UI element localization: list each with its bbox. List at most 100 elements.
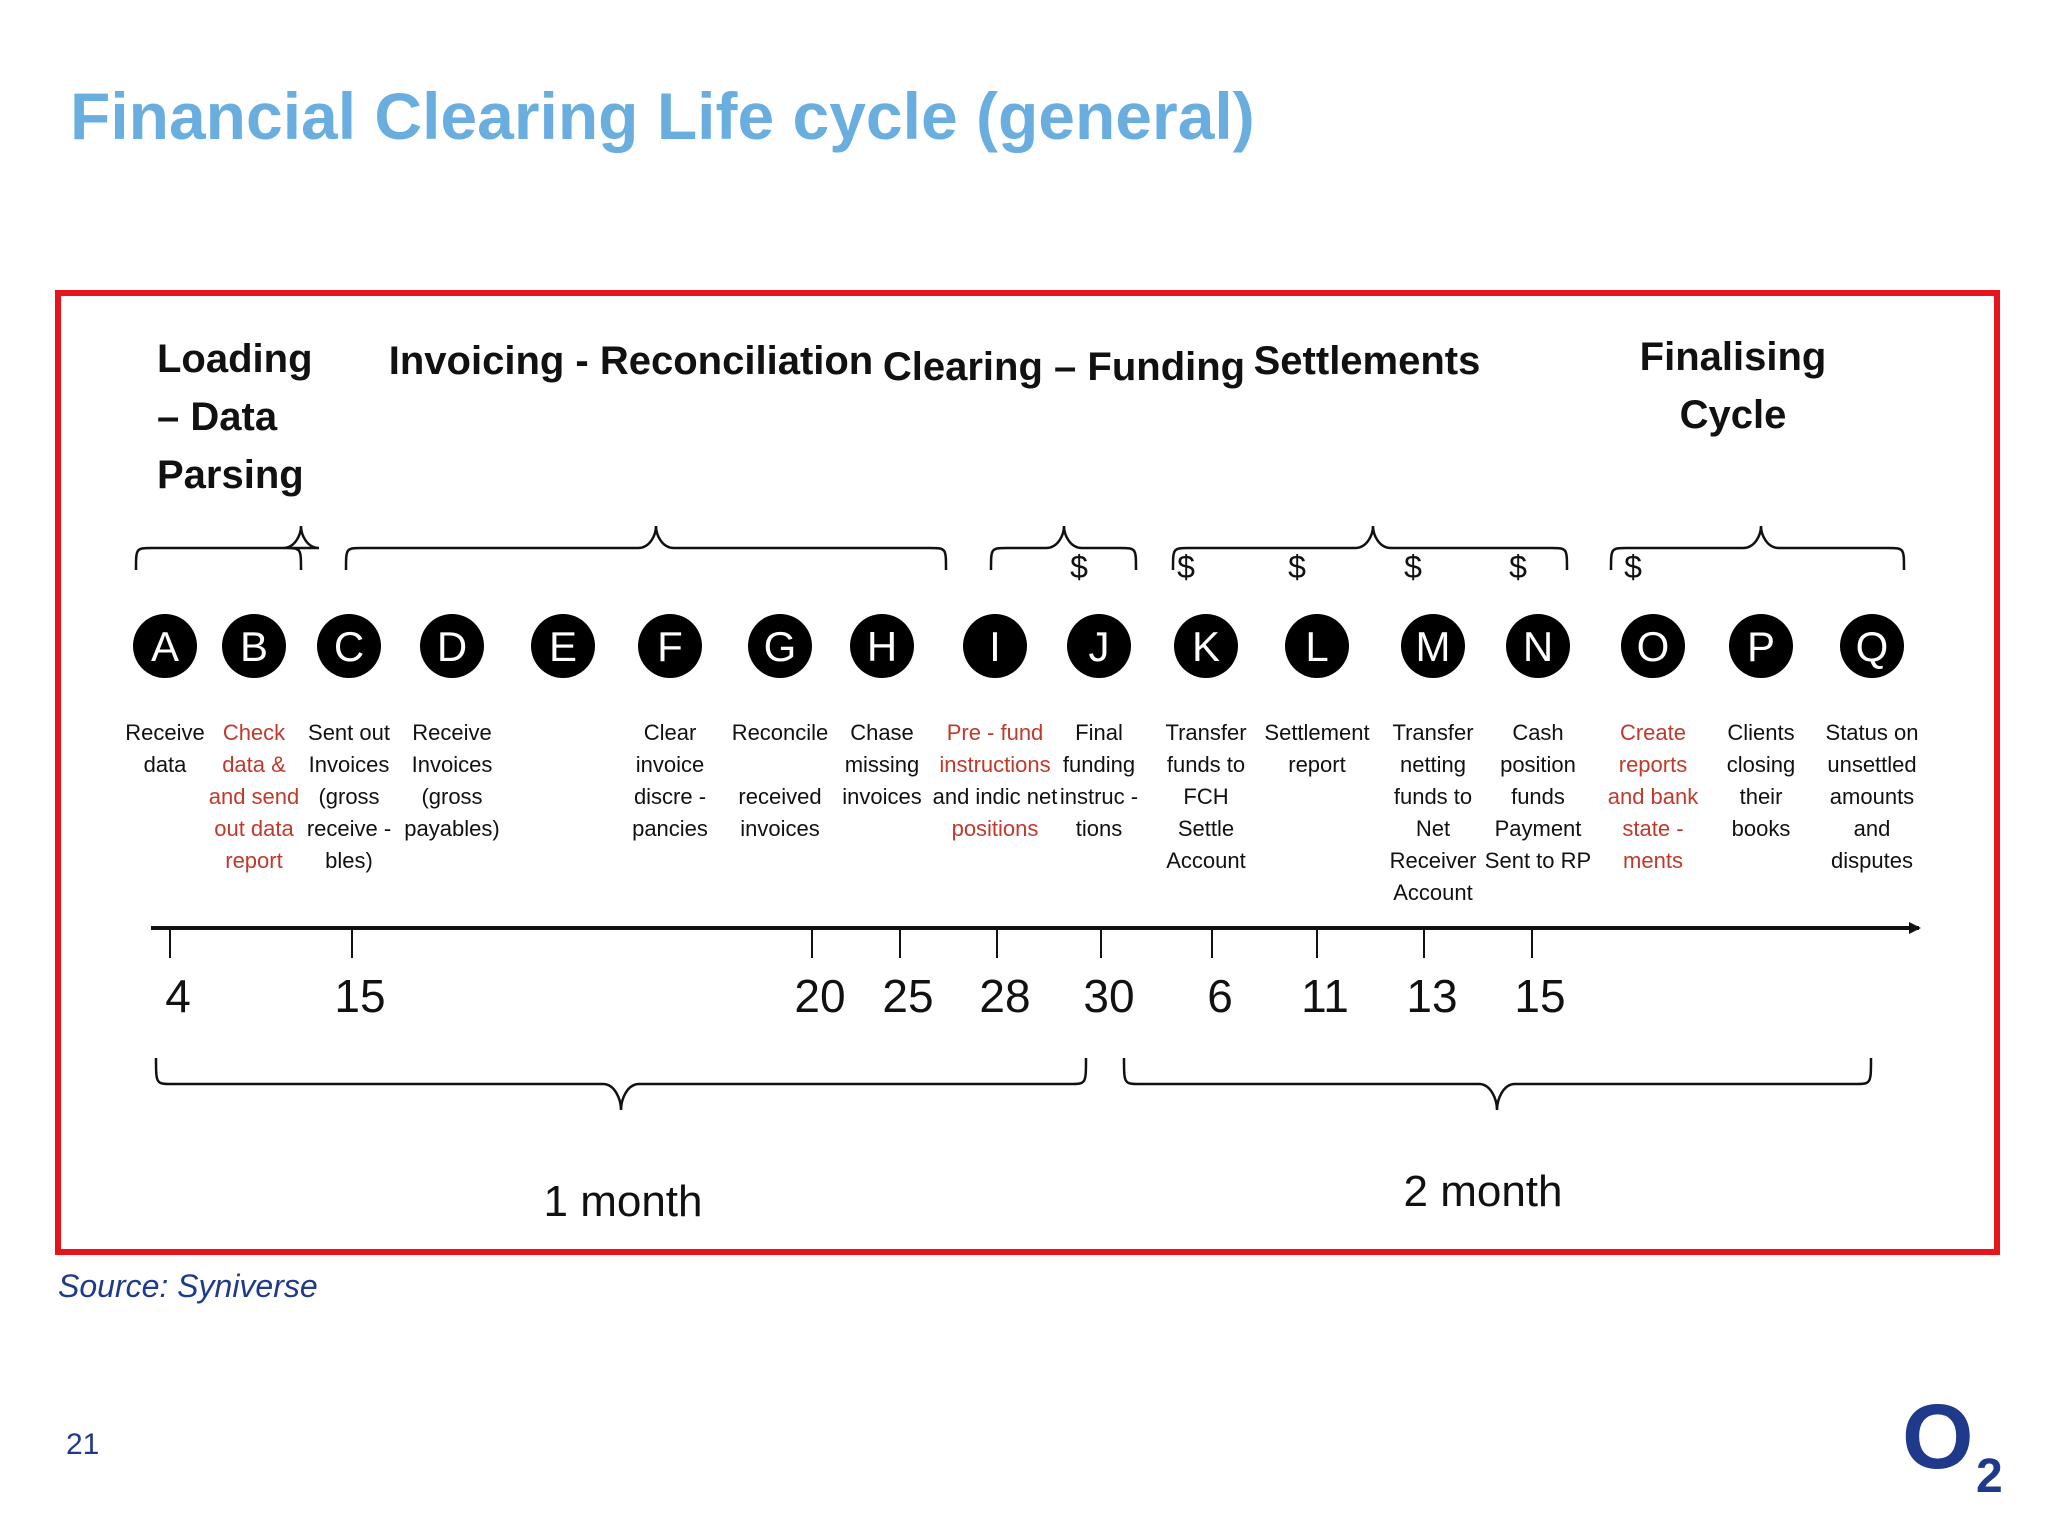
- dollar-marker-m: $: [1404, 549, 1422, 585]
- dollar-marker-j: $: [1070, 549, 1088, 585]
- step-c-desc-line-3: (gross: [318, 784, 379, 809]
- step-c-desc-line-2: Invoices: [309, 752, 390, 777]
- step-b-desc-line-3: and send: [209, 784, 300, 809]
- step-letter-k: K: [1192, 623, 1220, 670]
- phase-label-3-line-1: Clearing – Funding: [883, 345, 1245, 389]
- step-f-desc-line-1: Clear: [644, 720, 697, 745]
- step-b-desc-line-2: data &: [222, 752, 286, 777]
- step-d-desc-line-4: payables): [404, 816, 499, 841]
- step-i-desc-line-4: positions: [952, 816, 1039, 841]
- step-f-desc-line-3: discre -: [634, 784, 706, 809]
- source-note: Source: Syniverse: [58, 1268, 318, 1304]
- step-i-desc-line-3: and indic net: [933, 784, 1058, 809]
- step-p-desc-line-4: books: [1732, 816, 1791, 841]
- step-c-desc-line-1: Sent out: [308, 720, 390, 745]
- step-circle-m: [1401, 614, 1465, 678]
- step-circle-o: [1621, 614, 1685, 678]
- step-circle-b: [222, 614, 286, 678]
- step-n-desc-line-4: Payment: [1495, 816, 1582, 841]
- step-j-desc-line-1: Final: [1075, 720, 1123, 745]
- slide-title: Financial Clearing Life cycle (general): [70, 79, 1255, 153]
- step-o-desc-line-5: ments: [1623, 848, 1683, 873]
- step-circle-h: [850, 614, 914, 678]
- timeline-tick-label-2: 15: [334, 970, 385, 1022]
- dollar-marker-n: $: [1509, 549, 1527, 585]
- page-number: 21: [66, 1428, 100, 1461]
- step-circle-q: [1840, 614, 1904, 678]
- step-g-desc-line-1: Reconcile: [732, 720, 829, 745]
- phase-label-2-line-1: Invoicing - Reconciliation: [389, 339, 874, 383]
- o2-logo: O 2: [1902, 1386, 2003, 1502]
- timeline-tick-label-4: 25: [882, 970, 933, 1022]
- step-k-desc-line-5: Account: [1166, 848, 1246, 873]
- step-h-desc-line-1: Chase: [850, 720, 914, 745]
- step-b-desc-line-4: out data: [214, 816, 294, 841]
- step-circle-e: [531, 614, 595, 678]
- step-n-desc-line-5: Sent to RP: [1485, 848, 1591, 873]
- step-h-desc-line-3: invoices: [842, 784, 921, 809]
- dollar-marker-l: $: [1288, 549, 1306, 585]
- step-p-desc-line-3: their: [1740, 784, 1783, 809]
- step-letter-c: C: [334, 623, 364, 670]
- phase-label-1-line-1: Loading: [157, 337, 313, 381]
- phase-label-5-line-1: Finalising: [1640, 335, 1827, 379]
- timeline-tick-label-1: 4: [165, 970, 191, 1022]
- step-h-desc-line-2: missing: [845, 752, 920, 777]
- step-m-desc-line-2: netting: [1400, 752, 1466, 777]
- step-letter-h: H: [867, 623, 897, 670]
- step-circle-f: [638, 614, 702, 678]
- step-i-desc-line-1: Pre - fund: [947, 720, 1044, 745]
- period-label-2: 2 month: [1404, 1167, 1563, 1216]
- step-letter-g: G: [764, 623, 797, 670]
- timeline-tick-label-6: 30: [1083, 970, 1134, 1022]
- step-o-desc-line-4: state -: [1622, 816, 1683, 841]
- step-circle-j: [1067, 614, 1131, 678]
- timeline-tick-label-9: 13: [1406, 970, 1457, 1022]
- step-n-desc-line-2: position: [1500, 752, 1576, 777]
- step-q-desc-line-1: Status on: [1826, 720, 1919, 745]
- step-p-desc-line-1: Clients: [1727, 720, 1794, 745]
- phase-brace-5: [1609, 525, 1906, 571]
- step-letter-q: Q: [1856, 623, 1889, 670]
- period-brace-1: [154, 1057, 1088, 1111]
- step-c-desc-line-5: bles): [325, 848, 373, 873]
- step-n-desc-line-3: funds: [1511, 784, 1565, 809]
- step-q-desc-line-4: and: [1854, 816, 1891, 841]
- timeline-tick-label-3: 20: [794, 970, 845, 1022]
- step-l-desc-line-2: report: [1288, 752, 1345, 777]
- step-o-desc-line-2: reports: [1619, 752, 1687, 777]
- phase-brace-4: [1171, 525, 1569, 571]
- phase-label-1-line-2: – Data: [157, 395, 278, 439]
- step-m-desc-line-6: Account: [1393, 880, 1473, 905]
- step-d-desc-line-2: Invoices: [412, 752, 493, 777]
- step-q-desc-line-2: unsettled: [1827, 752, 1916, 777]
- step-letter-a: A: [151, 623, 179, 670]
- step-k-desc-line-4: Settle: [1178, 816, 1234, 841]
- step-letter-l: L: [1305, 623, 1328, 670]
- phase-brace-3: [989, 525, 1138, 571]
- step-j-desc-line-3: instruc -: [1060, 784, 1138, 809]
- timeline-tick-label-8: 11: [1301, 970, 1349, 1022]
- period-brace-2: [1122, 1057, 1873, 1111]
- step-b-desc-line-1: Check: [223, 720, 286, 745]
- step-k-desc-line-3: FCH: [1183, 784, 1228, 809]
- step-j-desc-line-4: tions: [1076, 816, 1122, 841]
- step-letter-d: D: [437, 623, 467, 670]
- step-q-desc-line-5: disputes: [1831, 848, 1913, 873]
- step-i-desc-line-2: instructions: [939, 752, 1050, 777]
- dollar-marker-o: $: [1624, 549, 1642, 585]
- step-circle-i: [963, 614, 1027, 678]
- timeline-tick-label-5: 28: [979, 970, 1030, 1022]
- step-m-desc-line-1: Transfer: [1392, 720, 1473, 745]
- step-letter-m: M: [1416, 623, 1451, 670]
- period-label-1: 1 month: [544, 1177, 703, 1226]
- step-n-desc-line-1: Cash: [1512, 720, 1563, 745]
- step-a-desc-line-2: data: [144, 752, 188, 777]
- step-p-desc-line-2: closing: [1727, 752, 1795, 777]
- step-letter-e: E: [549, 623, 577, 670]
- dollar-marker-k: $: [1177, 549, 1195, 585]
- step-f-desc-line-2: invoice: [636, 752, 704, 777]
- step-letter-f: F: [657, 623, 683, 670]
- step-letter-i: I: [989, 623, 1001, 670]
